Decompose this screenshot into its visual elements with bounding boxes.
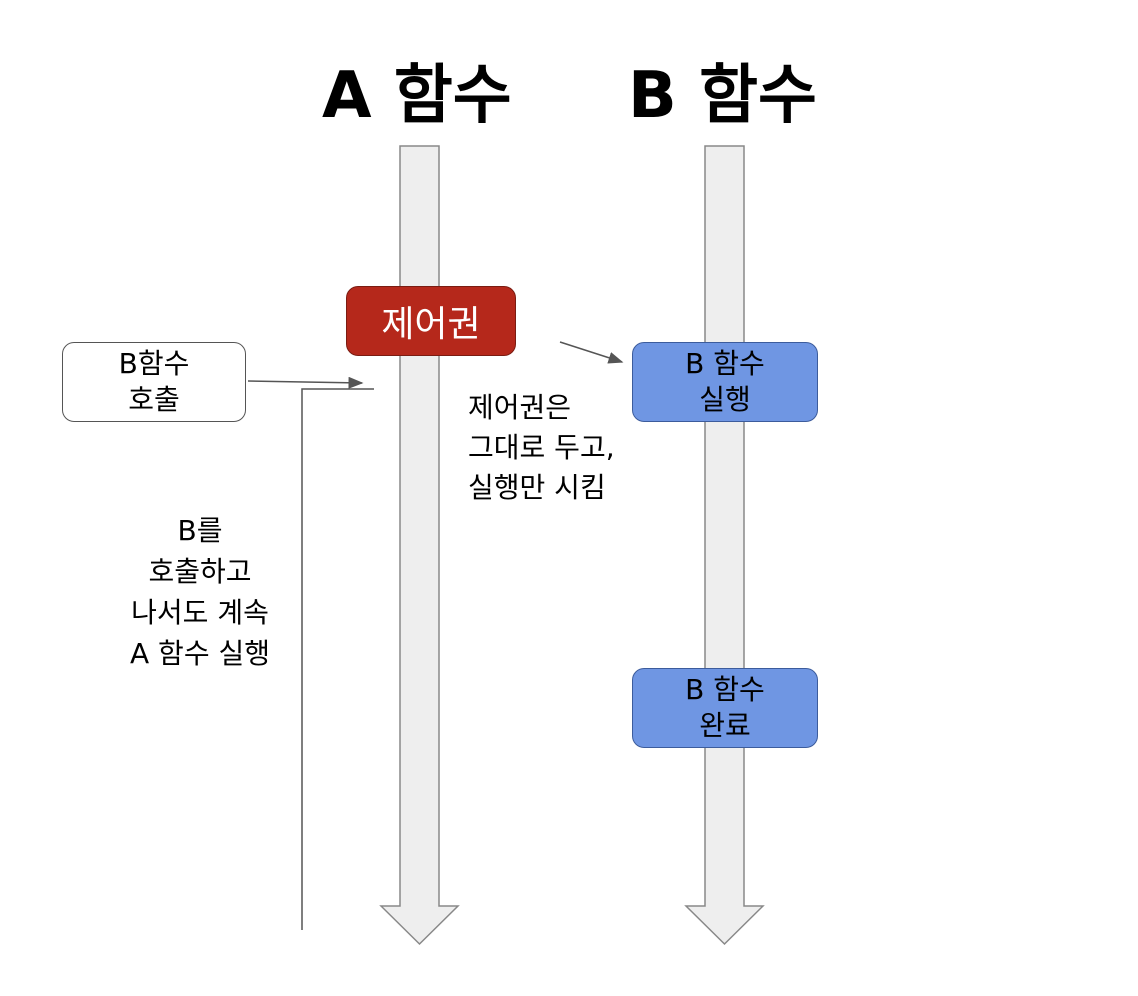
continue-note-line-2: 호출하고: [148, 555, 252, 588]
b-execute-line-1: B 함수: [685, 347, 765, 380]
continue-note: B를 호출하고 나서도 계속 A 함수 실행: [110, 510, 290, 674]
continue-line: [301, 388, 374, 930]
call-b-box: B함수 호출: [62, 342, 246, 422]
control-label: 제어권: [381, 304, 481, 345]
function-a-title: A 함수: [322, 59, 512, 133]
b-execute-line-2: 실행: [699, 383, 751, 416]
continue-note-line-4: A 함수 실행: [130, 637, 270, 670]
control-box: 제어권: [346, 286, 516, 356]
b-execute-box: B 함수 실행: [632, 342, 818, 422]
continue-note-line-1: B를: [177, 514, 223, 547]
b-complete-box: B 함수 완료: [632, 668, 818, 748]
control-note-line-1: 제어권은: [468, 391, 572, 424]
control-note-line-3: 실행만 시킴: [468, 471, 606, 504]
continue-note-line-3: 나서도 계속: [131, 596, 269, 629]
call-b-line-2: 호출: [128, 383, 180, 416]
b-complete-line-1: B 함수: [685, 673, 765, 706]
function-a-timeline-arrow: [379, 145, 460, 946]
function-b-title: B 함수: [628, 59, 817, 133]
control-note-line-2: 그대로 두고,: [468, 431, 615, 464]
call-arrow: [247, 376, 364, 389]
b-complete-line-2: 완료: [699, 709, 751, 742]
call-b-line-1: B함수: [118, 347, 190, 380]
control-note: 제어권은 그대로 두고, 실행만 시킴: [468, 388, 615, 508]
function-b-timeline-arrow: [684, 145, 765, 946]
execute-arrow: [559, 341, 624, 364]
